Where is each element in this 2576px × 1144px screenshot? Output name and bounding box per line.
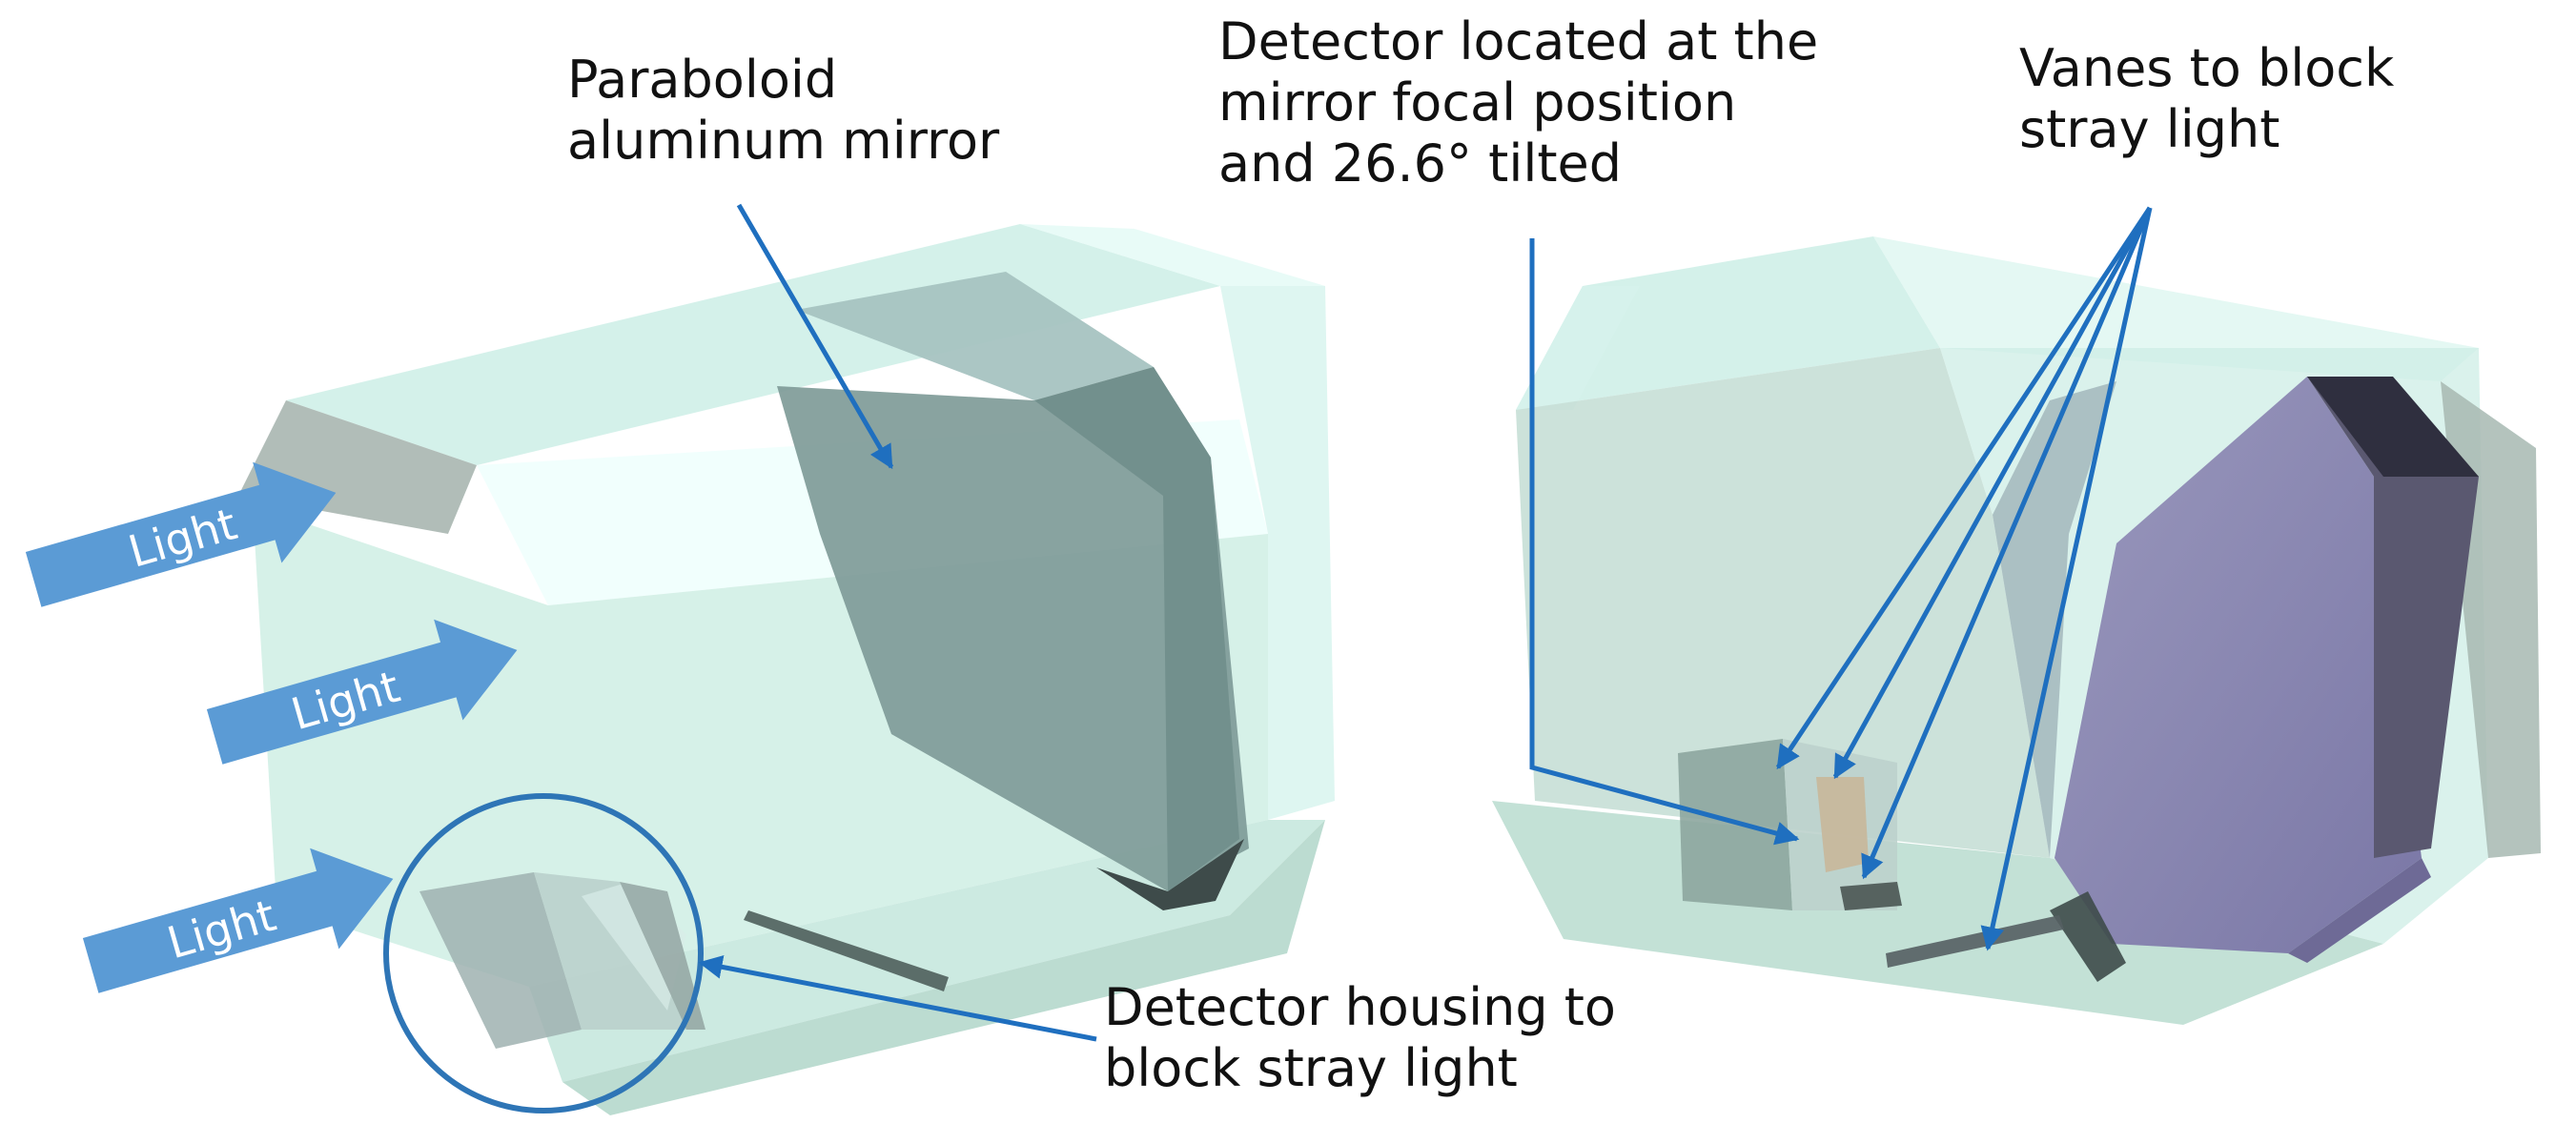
left-mirror-top xyxy=(796,272,1154,400)
detector-highlight-circle xyxy=(383,793,704,1113)
right-detector-housing xyxy=(1678,739,1902,910)
label-line: mirror focal position xyxy=(1218,72,1737,133)
right-mirror-bottom-edge xyxy=(2288,858,2431,963)
right-housing-top-right xyxy=(1873,236,2479,381)
pointer-mirror xyxy=(736,203,894,470)
label-line: stray light xyxy=(2019,99,2280,159)
left-vane xyxy=(744,910,949,991)
pointer-vanes-4 xyxy=(1980,207,2153,951)
pointer-vanes-3 xyxy=(1861,207,2153,880)
pointer-lines xyxy=(698,203,2153,1042)
right-housing-front-face xyxy=(1516,348,2050,858)
label-line: Vanes to block xyxy=(2019,38,2395,98)
label-paraboloid-mirror: Paraboloid aluminum mirror xyxy=(567,50,999,172)
pointer-detector xyxy=(1529,238,1800,846)
left-mirror-side xyxy=(1034,367,1239,891)
left-detector-housing xyxy=(419,872,705,1049)
right-housing-left-bevel xyxy=(1516,286,1640,410)
label-line: Paraboloid xyxy=(567,50,838,110)
right-mirror-face xyxy=(2055,377,2422,953)
pointer-vanes-1 xyxy=(1775,206,2153,770)
label-line: Detector housing to xyxy=(1104,977,1616,1037)
left-housing-bottom-bevel xyxy=(562,820,1325,1115)
right-mirror-side xyxy=(2307,377,2479,858)
right-mirror-top-dark xyxy=(2307,377,2479,477)
left-housing-top-strip xyxy=(1020,224,1325,286)
label-detector-housing: Detector housing to block stray light xyxy=(1104,977,1616,1099)
left-mirror-base xyxy=(1096,839,1244,910)
left-mirror-face xyxy=(777,367,1249,891)
right-lower-bracket xyxy=(2050,891,2126,982)
left-telescope xyxy=(238,224,1335,1115)
left-housing-right-face xyxy=(1220,286,1335,820)
label-detector-position: Detector located at the mirror focal pos… xyxy=(1218,11,1818,194)
label-line: and 26.6° tilted xyxy=(1218,133,1623,194)
label-vanes: Vanes to block stray light xyxy=(2019,38,2394,160)
label-line: block stray light xyxy=(1104,1038,1518,1098)
pointer-housing xyxy=(698,954,1097,1042)
right-vane-bar xyxy=(1886,915,2064,968)
right-telescope xyxy=(1492,236,2541,1025)
pointer-vanes-2 xyxy=(1832,206,2153,780)
label-line: Detector located at the xyxy=(1218,11,1819,72)
right-housing-top-face xyxy=(1516,236,1940,410)
label-line: aluminum mirror xyxy=(567,111,1000,171)
